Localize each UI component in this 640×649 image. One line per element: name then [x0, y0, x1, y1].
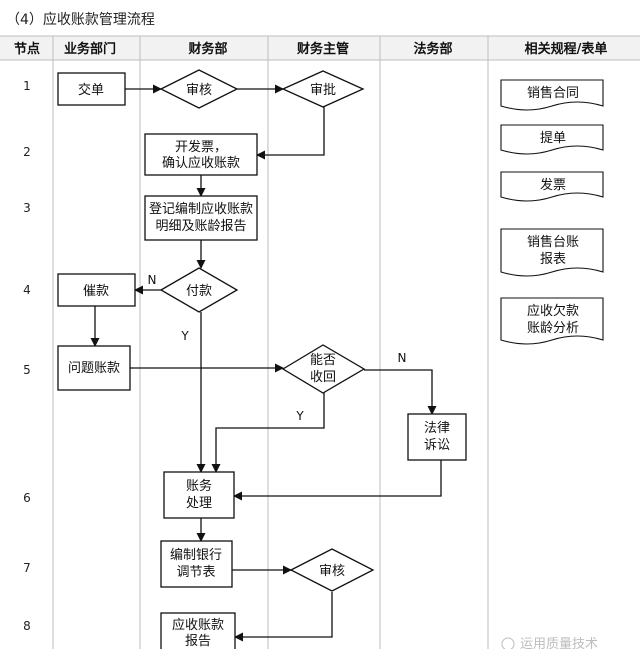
node-number: 2: [23, 145, 31, 159]
document-label: 提单: [540, 130, 566, 146]
payment-diamond: [159, 267, 239, 313]
issue-invoice-box: [144, 133, 258, 176]
step-label: 处理: [186, 496, 212, 511]
recoverable-diamond: [281, 344, 366, 394]
diagram-title: （4）应收账款管理流程: [6, 11, 155, 28]
receivables-report-box: [160, 612, 236, 649]
column-headers: 节点 业务部门 财务部 财务主管 法务部 相关规程/表单: [14, 41, 607, 57]
flow-arrow: [233, 460, 442, 501]
watermark: 运用质量技术: [501, 637, 598, 649]
document-shape: [500, 171, 604, 202]
step-label: 账务: [186, 478, 212, 494]
submit-order-box: [57, 72, 126, 106]
register-receivables-box: [144, 195, 258, 241]
step-label: 能否: [310, 353, 336, 368]
approve-diamond: [281, 70, 365, 108]
column-header-node: 节点: [14, 41, 40, 57]
node-numbers: 1 2 3 4 5 6 7 8: [23, 79, 31, 633]
wechat-icon: [501, 637, 515, 649]
document-labels: 销售合同 提单 发票 销售台账 报表 应收欠款 账龄分析: [527, 85, 579, 336]
step-label: 调节表: [176, 565, 215, 580]
flow-arrow: [256, 107, 325, 160]
step-label: 开发票，: [175, 139, 227, 155]
step-labels: 交单 审核 审批 开发票， 确认应收账款 登记编制应收账款 明细及账龄报告 付款…: [68, 82, 450, 649]
step-label: 登记编制应收账款: [149, 201, 253, 217]
node-number: 5: [23, 363, 31, 377]
header-band: [0, 36, 640, 60]
final-review-diamond: [289, 548, 375, 592]
branch-label-no: N: [148, 273, 157, 287]
node-number: 6: [23, 491, 31, 505]
branch-label-yes: Y: [180, 329, 189, 343]
document-shapes: [500, 79, 604, 345]
review-diamond: [159, 69, 239, 109]
step-label: 应收账款: [172, 617, 224, 633]
accounting-box: [163, 471, 235, 519]
connectors: [90, 84, 442, 642]
watermark-text: 运用质量技术: [520, 637, 598, 649]
node-number: 7: [23, 561, 31, 575]
step-label: 付款: [186, 284, 212, 299]
branch-label-no: N: [398, 351, 407, 365]
document-label: 报表: [540, 252, 566, 267]
node-number: 1: [23, 79, 31, 93]
document-label: 发票: [540, 177, 566, 193]
branch-labels: N Y N Y: [148, 273, 407, 423]
step-label: 明细及账龄报告: [155, 219, 246, 234]
document-label: 销售台账: [527, 234, 579, 250]
step-label: 确认应收账款: [162, 155, 240, 171]
document-label: 销售合同: [527, 85, 579, 101]
node-number: 4: [23, 283, 31, 297]
column-header-procedures-forms: 相关规程/表单: [525, 41, 608, 57]
column-header-legal-dept: 法务部: [413, 41, 452, 57]
step-label: 收回: [310, 370, 336, 385]
swimlane-grid: [0, 35, 640, 649]
document-shape: [500, 297, 604, 345]
collection-box: [57, 273, 136, 307]
node-number: 3: [23, 201, 31, 215]
column-header-finance-dept: 财务部: [188, 41, 227, 57]
document-label: 应收欠款: [527, 303, 579, 319]
flow-arrow: [234, 592, 333, 642]
branch-label-yes: Y: [295, 409, 304, 423]
litigation-box: [407, 413, 467, 461]
bank-reconciliation-box: [160, 540, 233, 588]
node-number: 8: [23, 619, 31, 633]
decision-steps: [159, 69, 375, 592]
process-steps: [57, 72, 467, 649]
step-label: 编制银行: [170, 548, 222, 563]
step-label: 诉讼: [424, 438, 450, 453]
column-header-business-dept: 业务部门: [64, 41, 116, 57]
step-label: 报告: [185, 634, 211, 649]
step-label: 问题账款: [68, 361, 120, 376]
flow-arrow: [364, 369, 437, 415]
step-label: 交单: [78, 82, 104, 98]
problem-account-box: [57, 345, 131, 391]
step-label: 催款: [83, 284, 109, 299]
document-shape: [500, 79, 604, 111]
step-label: 审核: [186, 83, 212, 98]
document-label: 账龄分析: [527, 321, 579, 336]
column-header-finance-manager: 财务主管: [297, 41, 349, 57]
step-label: 审核: [319, 564, 345, 579]
step-label: 审批: [310, 83, 336, 98]
document-shape: [500, 124, 604, 155]
step-label: 法律: [424, 421, 450, 436]
document-shape: [500, 228, 604, 277]
flow-arrow: [211, 392, 325, 473]
